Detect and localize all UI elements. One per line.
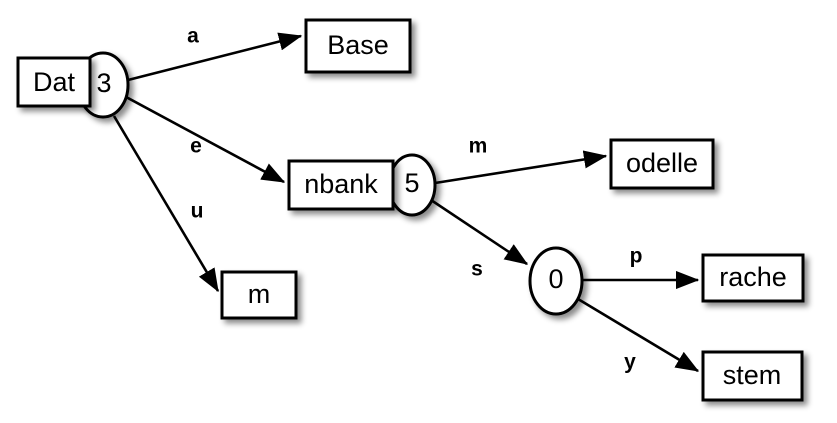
- node-stem[interactable]: stem: [701, 350, 804, 402]
- edge-m-line[interactable]: [434, 150, 608, 185]
- node-base[interactable]: Base: [304, 18, 412, 74]
- node-nbank[interactable]: nbank 5: [287, 153, 437, 217]
- edge-label-u: u: [191, 200, 204, 223]
- node-stem-box[interactable]: [701, 350, 804, 402]
- node-dat-ellipse-label: 3: [96, 68, 111, 98]
- node-base-box[interactable]: [304, 18, 412, 74]
- edge-y-line[interactable]: [577, 297, 700, 373]
- node-rache-label: rache: [719, 262, 787, 292]
- node-stem-label: stem: [723, 360, 782, 390]
- node-nbank-ellipse-label: 5: [404, 168, 419, 198]
- node-nbank-box-label: nbank: [304, 169, 378, 199]
- node-zero[interactable]: 0: [528, 246, 584, 316]
- node-dat[interactable]: Dat 3: [16, 51, 130, 119]
- node-nbank-box-clean: [287, 159, 395, 211]
- edge-label-e: e: [190, 135, 202, 158]
- edges-layer: [112, 32, 700, 373]
- node-odelle[interactable]: odelle: [609, 138, 715, 190]
- node-base-label: Base: [327, 30, 389, 60]
- node-m-leaf[interactable]: m: [220, 270, 298, 320]
- edge-label-y: y: [624, 351, 636, 374]
- edge-label-s: s: [471, 258, 483, 281]
- edge-labels-layer: a e u m s p y: [187, 25, 642, 374]
- edge-label-m: m: [469, 135, 488, 158]
- node-m-leaf-box[interactable]: [220, 270, 298, 320]
- edge-u-line[interactable]: [112, 115, 220, 293]
- node-odelle-label: odelle: [626, 148, 698, 178]
- node-zero-label: 0: [548, 264, 563, 294]
- node-odelle-box[interactable]: [609, 138, 715, 190]
- node-dat-box-label: Dat: [33, 67, 76, 97]
- node-dat-box-clean: [16, 56, 92, 108]
- node-m-leaf-label: m: [248, 279, 271, 309]
- edge-label-p: p: [630, 245, 643, 268]
- edge-e-line[interactable]: [125, 95, 286, 184]
- node-rache-box[interactable]: [701, 253, 805, 303]
- node-rache[interactable]: rache: [701, 253, 805, 303]
- edge-a-line[interactable]: [127, 32, 303, 82]
- edge-label-a: a: [187, 25, 199, 48]
- node-zero-ellipse[interactable]: [528, 246, 584, 316]
- edge-s-line[interactable]: [430, 198, 529, 266]
